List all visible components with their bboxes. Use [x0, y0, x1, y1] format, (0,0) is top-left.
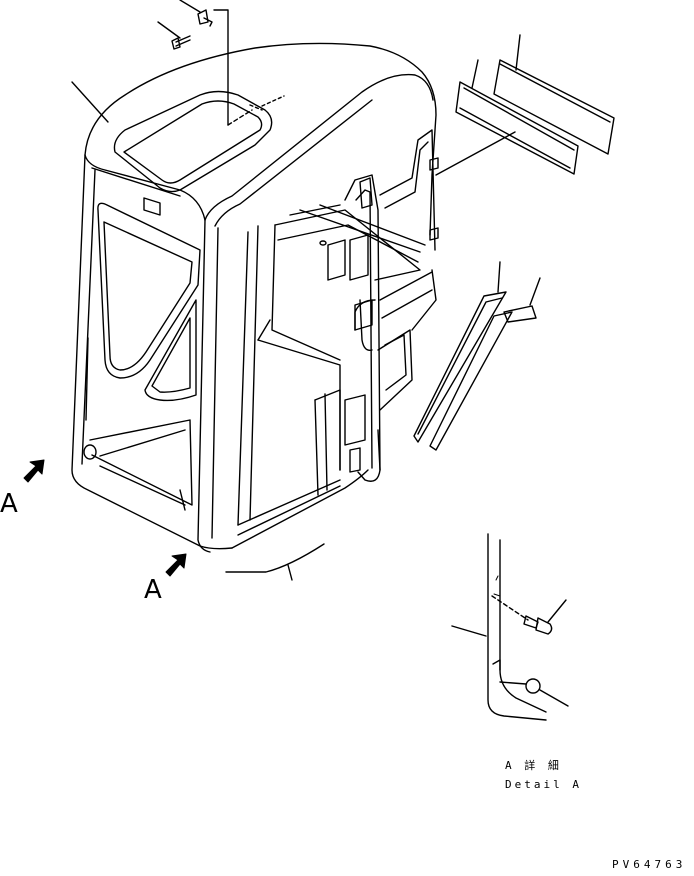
drawing-code: PV64763 [612, 858, 686, 871]
view-arrow-left [23, 459, 45, 483]
view-arrow-bottom [165, 553, 187, 577]
operator-cab [71, 42, 439, 553]
view-marker-bottom: A [144, 575, 162, 605]
leader-lines [71, 34, 541, 581]
roof-bolts [157, 0, 253, 126]
detail-caption-japanese: A 詳 細 [505, 758, 562, 772]
detail-caption-english: Detail A [505, 778, 582, 791]
detail-a-view [451, 533, 569, 721]
window-seal-strips [455, 59, 615, 175]
floor-trim-strip [225, 543, 325, 573]
view-marker-left: A [0, 489, 18, 519]
door-trim-strips [413, 291, 537, 451]
